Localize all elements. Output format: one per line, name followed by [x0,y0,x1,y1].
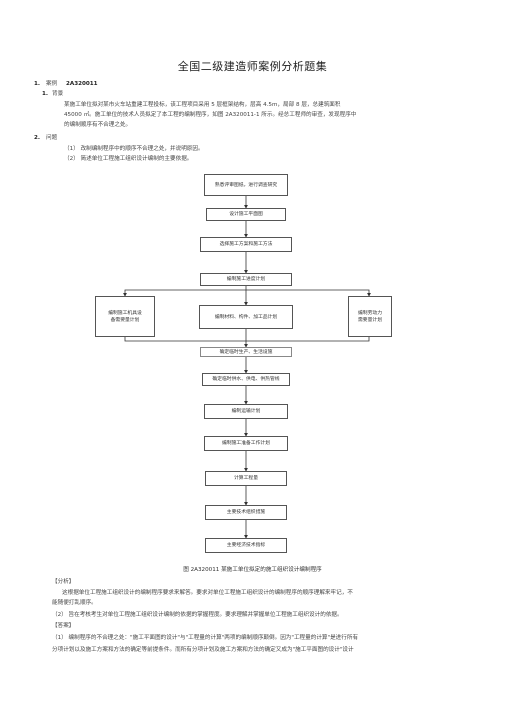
question-1: （1） 改制编制程序中的顺序不合理之处，并说明原因。 [64,146,204,152]
document-title: 全国二级建造师案例分析题集 [177,60,328,73]
answer-line-1: （1） 编制程序的不合理之处："施工平面图的设计"与"工程量的计算"两项的编制顺… [52,635,359,641]
analysis-line-3: （2） 旨在考核考生对单位工程施工组织设计编制的依据的掌握程度。要求理解并掌握单… [52,612,343,618]
flow-node-schedule: 编制施工进度计划 [200,273,292,286]
case-label: 案例 [46,81,58,87]
question-2: （2） 简述单位工程施工组织设计编制的主要依据。 [64,156,193,162]
flow-node-construction-method: 选择施工方案和施工方法 [200,237,292,252]
flow-node-transport-plan: 编制运输计划 [204,404,288,419]
equipment-plan-line-2: 备需要量计划 [110,317,140,323]
background-line-3: 的编制顺序有不合理之处。 [64,122,132,128]
analysis-label: 【分析】 [52,579,75,585]
analysis-line-2: 能随便打乱顺序。 [52,600,97,606]
flow-node-preparation-plan: 编制施工准备工作计划 [204,436,288,451]
equipment-plan-line-1: 编制施工机具设 [108,310,142,316]
flow-node-equipment-plan: 编制施工机具设 备需要量计划 [95,296,155,337]
labor-plan-line-2: 需要量计划 [358,317,382,323]
flow-node-temp-utilities: 确定临时供水、供电、供热管线 [202,373,290,386]
case-code: 2A320011 [66,81,98,87]
background-line-2: 45000 ㎡。施工单位的技术人员拟定了本工程的编制程序，如图 2A320011… [64,112,357,118]
background-line-1: 某施工单位拟对某市火车站重建工程投标，该工程项目采用 5 层框架结构，层高 4.… [64,102,341,108]
question-number: 2. [34,135,41,141]
flow-node-materials-plan: 编制材料、构件、加工品计划 [199,305,293,329]
flow-node-temp-facilities: 确定临时生产、生活设施 [200,347,292,357]
flow-node-economic-indicators: 主要经济技术指标 [205,538,287,553]
background-label: 背景 [52,91,64,97]
case-number: 1. [34,81,41,87]
flow-node-site-plan: 设计施工平面图 [206,208,286,221]
analysis-line-1: 这根据单位工程施工组织设计的编制程序要求来解答。要求对单位工程施工组织设计的编制… [62,590,353,596]
answer-label: 【答案】 [52,623,75,629]
answer-line-2: 分项计划以及施工方案和方法的确定等前提条件。而所有分项计划及施工方案和方法的确定… [52,647,354,653]
flow-node-tech-measures: 主要技术组织措施 [205,505,287,520]
flow-node-survey: 熟悉评审图纸，进行调查研究 [204,174,288,196]
labor-plan-line-1: 编制劳动力 [358,310,382,316]
flow-node-quantity-calc: 计算工程量 [205,471,287,486]
figure-caption: 图 2A320011 某施工单位拟定的施工组织设计编制程序 [183,567,322,573]
question-label: 问题 [46,135,58,141]
flow-node-labor-plan: 编制劳动力 需要量计划 [348,296,392,337]
background-number: 1. [42,91,49,97]
